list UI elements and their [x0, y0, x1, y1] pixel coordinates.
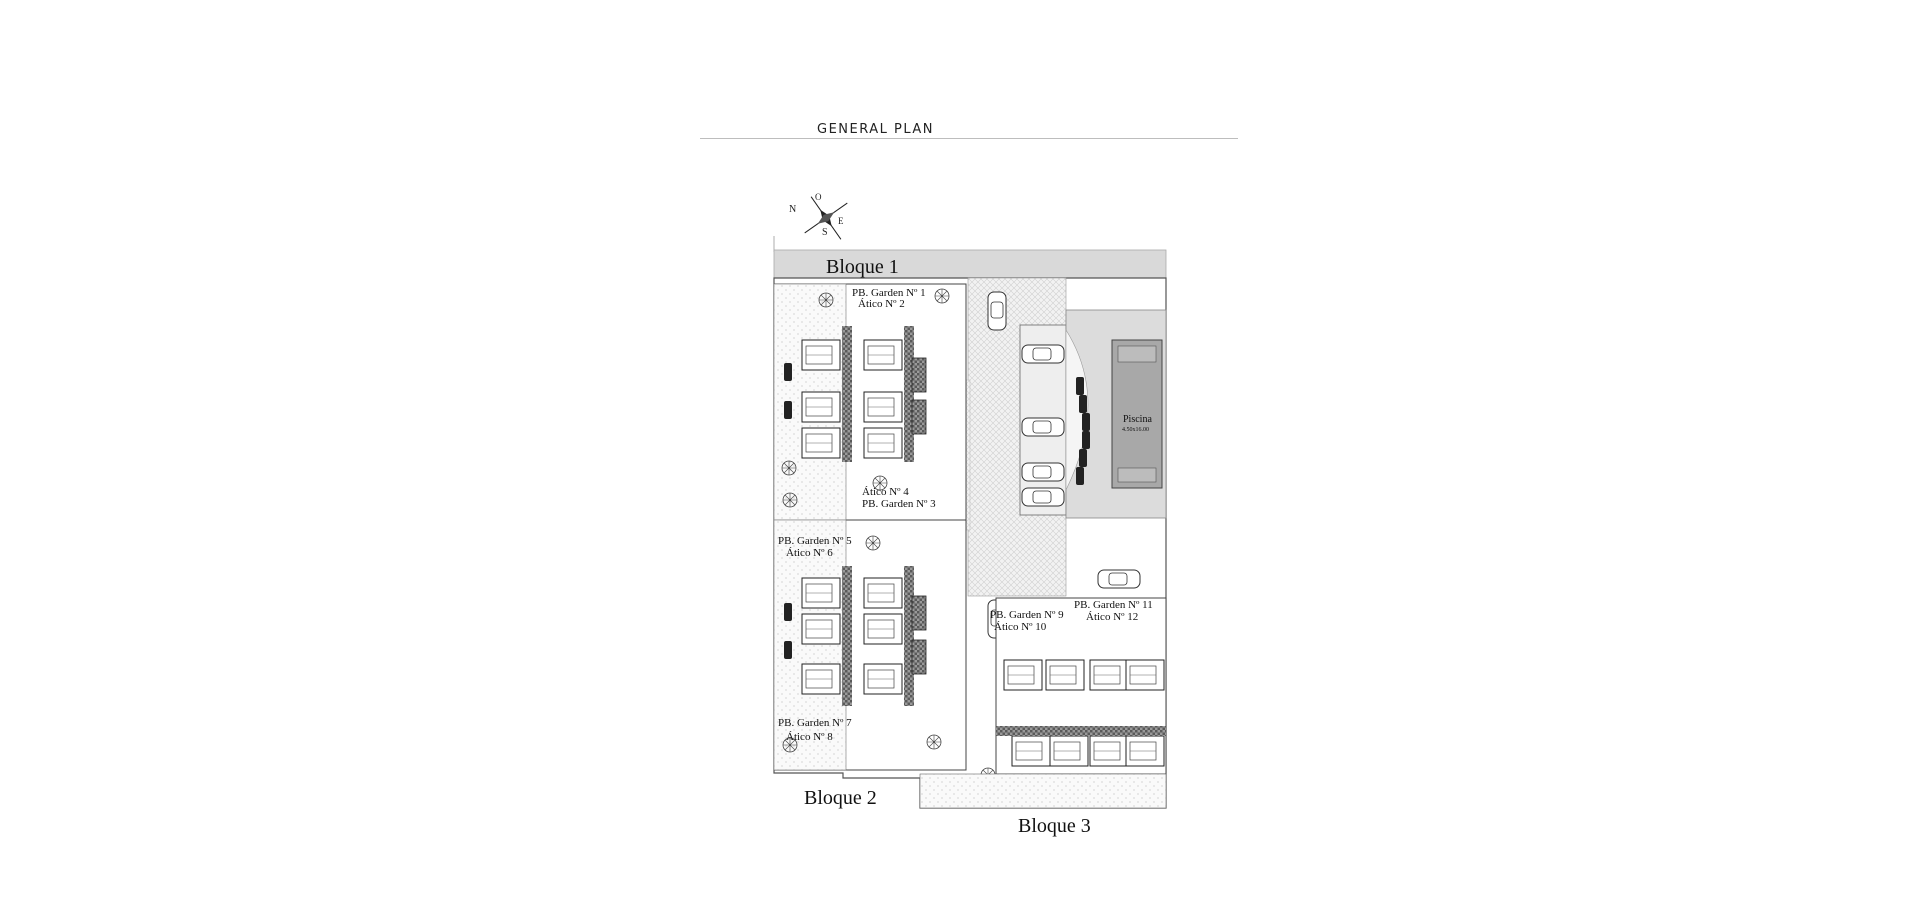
bloque-3-label: Bloque 3	[1018, 815, 1091, 837]
unit-label-6-line1: PB. Garden Nº 11	[1074, 599, 1153, 611]
pool-steps	[1117, 345, 1157, 363]
unit-label-6-line2: Ático Nº 12	[1086, 611, 1138, 623]
pool-lawn-curve	[1065, 328, 1089, 491]
unit-label-4-line1: PB. Garden Nº 7	[778, 717, 852, 729]
pool-size-label: 4.50x16.00	[1122, 427, 1149, 433]
page-title: GENERAL PLAN	[817, 122, 934, 137]
unit-label-3-line1: PB. Garden Nº 5	[778, 535, 852, 547]
unit-label-2-line2: PB. Garden Nº 3	[862, 498, 936, 510]
unit-label-5-line2: Ático Nº 10	[994, 621, 1047, 633]
title-divider	[700, 138, 1238, 139]
compass-letter-o: O	[815, 192, 822, 202]
unit-label-1-line1: PB. Garden Nº 1	[852, 287, 926, 299]
pool-shallow-end	[1117, 467, 1157, 483]
swimming-pool	[1111, 339, 1163, 489]
north-arrow-icon	[804, 196, 848, 240]
bloque-3-tiled-strip	[996, 726, 1166, 736]
unit-label-1-line2: Ático Nº 2	[858, 298, 905, 310]
unit-label-4-line2: Ático Nº 8	[786, 731, 833, 743]
compass-letter-e: E	[838, 216, 844, 226]
unit-label-3-line2: Ático Nº 6	[786, 547, 833, 559]
compass-letter-s: S	[822, 227, 828, 238]
bloque-2-tiled-corridors	[842, 326, 914, 706]
unit-label-5-line1: PB. Garden Nº 9	[990, 609, 1064, 621]
compass-letter-n: N	[789, 204, 796, 215]
bloque-2-label: Bloque 2	[804, 787, 877, 809]
pool-label: Piscina	[1123, 414, 1152, 425]
unit-label-2-line1: Ático Nº 4	[862, 486, 909, 498]
bloque-1-label: Bloque 1	[826, 256, 899, 278]
bloque-3-front-gardens	[919, 773, 1167, 809]
